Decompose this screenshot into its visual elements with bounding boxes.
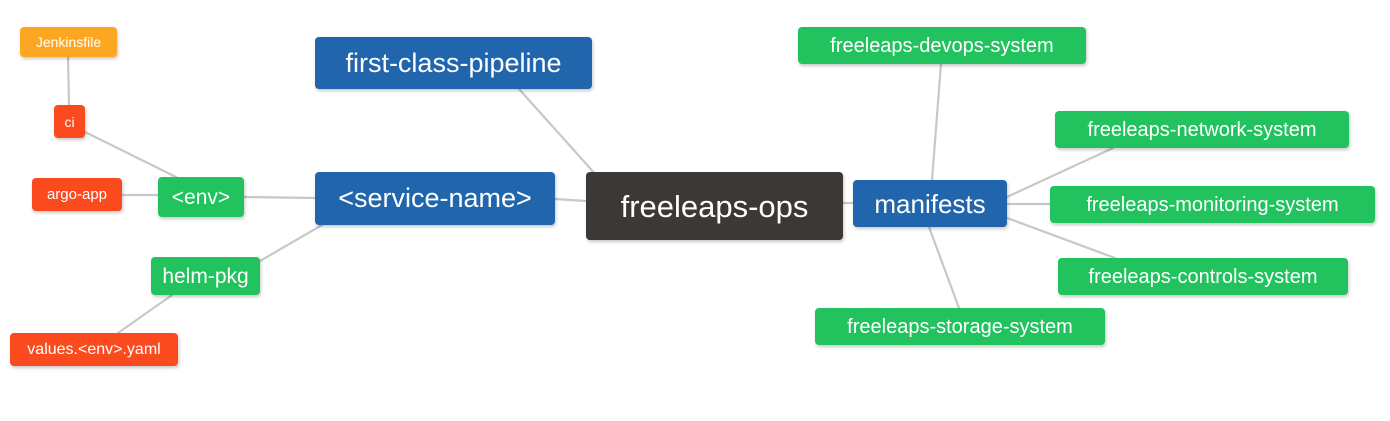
mindmap-node-label: freeleaps-controls-system [1088, 265, 1318, 288]
mindmap-node-label: <service-name> [338, 183, 532, 213]
mindmap-node-freeleaps-network-system[interactable]: freeleaps-network-system [1055, 111, 1349, 148]
mindmap-node-helm-pkg[interactable]: helm-pkg [151, 257, 260, 295]
mindmap-node-freeleaps-monitoring-system[interactable]: freeleaps-monitoring-system [1050, 186, 1375, 223]
mindmap-node-values-env-yaml[interactable]: values.<env>.yaml [10, 333, 178, 366]
mindmap-node-label: freeleaps-monitoring-system [1086, 193, 1339, 216]
mindmap-node-label: freeleaps-storage-system [847, 315, 1073, 338]
mindmap-node-argo-app[interactable]: argo-app [32, 178, 122, 211]
mindmap-node-label: helm-pkg [162, 264, 249, 288]
mindmap-node-label: first-class-pipeline [345, 47, 562, 78]
mindmap-node-label: freeleaps-ops [620, 188, 809, 224]
mindmap-node-label: values.<env>.yaml [27, 340, 161, 358]
mindmap-node-label: freeleaps-network-system [1087, 118, 1317, 141]
mindmap-node-ci[interactable]: ci [54, 105, 85, 138]
mindmap-node-freeleaps-storage-system[interactable]: freeleaps-storage-system [815, 308, 1105, 345]
mindmap-node-label: argo-app [46, 186, 108, 203]
mindmap-node-label: manifests [874, 188, 986, 219]
mindmap-node-label: ci [64, 113, 75, 130]
mindmap-node-freeleaps-ops[interactable]: freeleaps-ops [586, 172, 843, 240]
mindmap-node-freeleaps-controls-system[interactable]: freeleaps-controls-system [1058, 258, 1348, 295]
mindmap-node-label: <env> [171, 185, 231, 209]
mindmap-node-manifests[interactable]: manifests [853, 180, 1007, 227]
mindmap-node-freeleaps-devops-system[interactable]: freeleaps-devops-system [798, 27, 1086, 64]
mindmap-node-env[interactable]: <env> [158, 177, 244, 217]
mindmap-node-label: freeleaps-devops-system [830, 34, 1054, 57]
mindmap-node-first-class-pipeline[interactable]: first-class-pipeline [315, 37, 592, 89]
mindmap-node-service-name[interactable]: <service-name> [315, 172, 555, 225]
mindmap-node-label: Jenkinsfile [35, 34, 102, 50]
mindmap-node-jenkinsfile[interactable]: Jenkinsfile [20, 27, 117, 57]
